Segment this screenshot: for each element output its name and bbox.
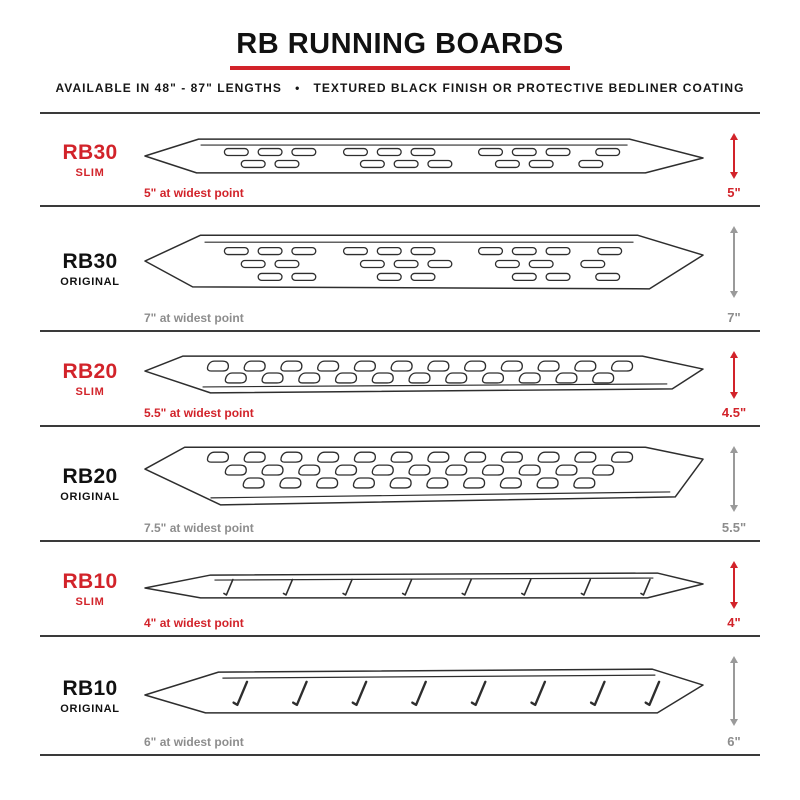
rb20-slim-drawing [144, 354, 704, 394]
widest-point-label: 5.5" at widest point [144, 406, 254, 420]
height-measure: 4.5" [708, 332, 760, 425]
widest-point-label: 5" at widest point [144, 186, 244, 200]
row-rb20-original: RB20 ORIGINAL 7.5" at widest point 5.5" [40, 425, 760, 540]
model-name: RB20 [62, 464, 118, 488]
model-name: RB20 [62, 359, 118, 383]
drawing-area: 5.5" at widest point [140, 332, 708, 425]
subtitle: AVAILABLE IN 48" - 87" LENGTHS • TEXTURE… [55, 81, 745, 95]
height-label: 7" [727, 310, 741, 325]
widest-point-label: 7.5" at widest point [144, 521, 254, 535]
drawing-area: 7" at widest point [140, 207, 708, 330]
height-arrow-icon [733, 229, 735, 295]
rb30-original-drawing [144, 233, 704, 290]
row-rb10-slim: RB10 SLIM 4" at widest point 4" [40, 540, 760, 635]
height-label: 5" [727, 185, 741, 200]
row-label: RB10 ORIGINAL [40, 637, 140, 754]
height-measure: 5.5" [708, 427, 760, 540]
model-name: RB30 [62, 140, 118, 164]
height-arrow-icon [733, 354, 735, 396]
height-label: 5.5" [721, 520, 747, 535]
model-name: RB10 [62, 676, 118, 700]
header: RB RUNNING BOARDS AVAILABLE IN 48" - 87"… [40, 0, 760, 112]
model-name: RB10 [62, 569, 118, 593]
model-name: RB30 [62, 249, 118, 273]
drawing-area: 7.5" at widest point [140, 427, 708, 540]
height-label: 6" [727, 734, 741, 749]
height-measure: 4" [708, 542, 760, 635]
row-label: RB30 SLIM [40, 114, 140, 205]
row-rb30-original: RB30 ORIGINAL 7" at widest point 7" [40, 205, 760, 330]
page-title: RB RUNNING BOARDS [40, 24, 760, 70]
row-rb20-slim: RB20 SLIM 5.5" at widest point 4.5" [40, 330, 760, 425]
row-label: RB20 SLIM [40, 332, 140, 425]
height-arrow-icon [733, 449, 735, 509]
row-label: RB20 ORIGINAL [40, 427, 140, 540]
page-title-text: RB RUNNING BOARDS [230, 28, 570, 70]
drawing-area: 6" at widest point [140, 637, 708, 754]
variant-name: SLIM [75, 166, 105, 179]
drawing-area: 4" at widest point [140, 542, 708, 635]
variant-name: SLIM [75, 385, 105, 398]
height-arrow-icon [733, 564, 735, 606]
height-arrow-icon [733, 659, 735, 723]
rb10-slim-drawing [144, 571, 704, 599]
rb20-original-drawing [144, 445, 704, 506]
row-rb30-slim: RB30 SLIM 5" at widest point 5" [40, 112, 760, 205]
row-label: RB30 ORIGINAL [40, 207, 140, 330]
variant-name: ORIGINAL [60, 702, 120, 715]
rb30-slim-drawing [144, 137, 704, 174]
height-measure: 6" [708, 637, 760, 754]
row-label: RB10 SLIM [40, 542, 140, 635]
widest-point-label: 4" at widest point [144, 616, 244, 630]
height-measure: 7" [708, 207, 760, 330]
widest-point-label: 6" at widest point [144, 735, 244, 749]
height-label: 4" [727, 615, 741, 630]
height-measure: 5" [708, 114, 760, 205]
height-arrow-icon [733, 136, 735, 176]
rb10-original-drawing [144, 667, 704, 714]
row-rb10-original: RB10 ORIGINAL 6" at widest point 6" [40, 635, 760, 756]
variant-name: SLIM [75, 595, 105, 608]
height-label: 4.5" [721, 405, 747, 420]
widest-point-label: 7" at widest point [144, 311, 244, 325]
variant-name: ORIGINAL [60, 490, 120, 503]
drawing-area: 5" at widest point [140, 114, 708, 205]
variant-name: ORIGINAL [60, 275, 120, 288]
